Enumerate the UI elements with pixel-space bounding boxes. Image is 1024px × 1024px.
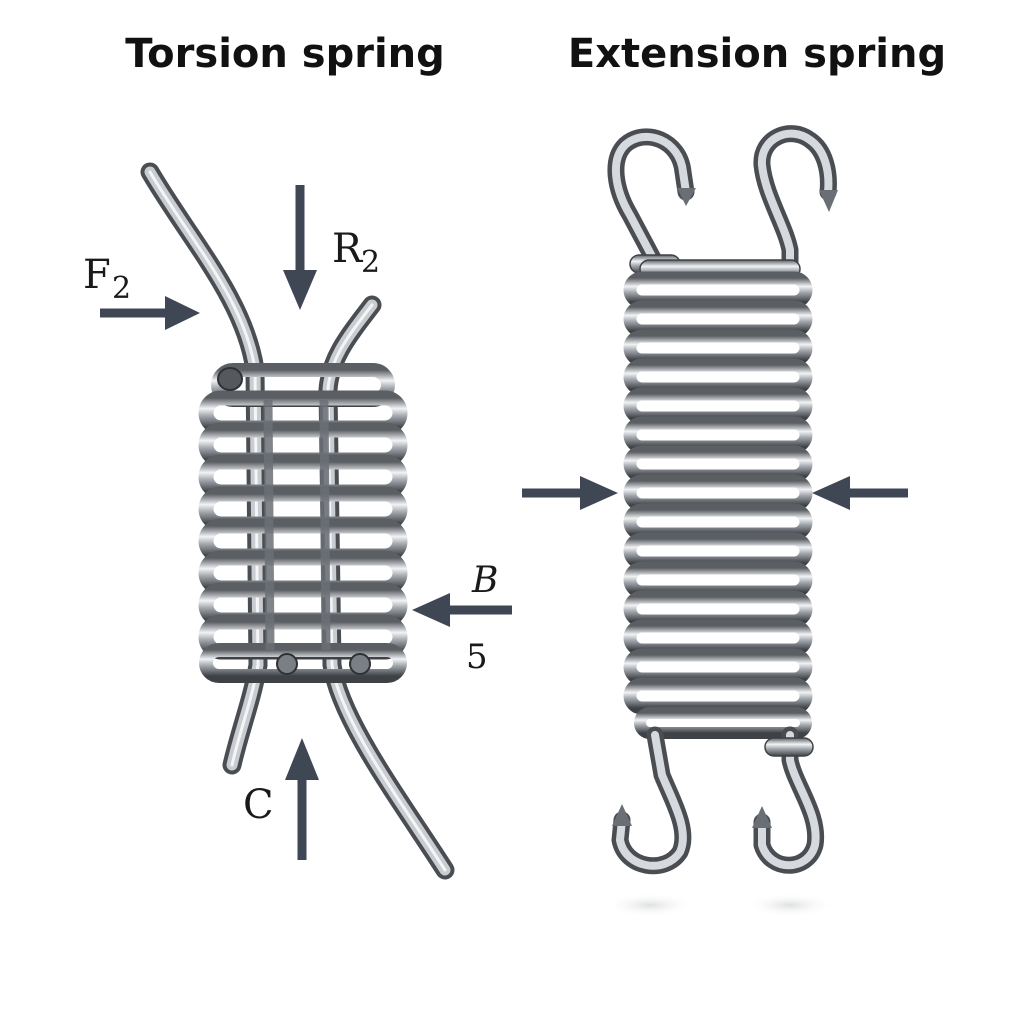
- arrow-r2: [283, 185, 317, 310]
- extension-spring: [605, 125, 838, 917]
- label-r-subscript: 2: [361, 245, 380, 280]
- label-f: F: [83, 252, 111, 298]
- torsion-spring: [140, 162, 455, 880]
- label-c: C: [243, 782, 274, 828]
- extension-spring-coils: [623, 271, 813, 739]
- extension-spring-top-hooks: [607, 125, 838, 284]
- arrow-c: [285, 738, 319, 860]
- torsion-spring-front-legs: [263, 399, 331, 651]
- title-extension-spring: Extension spring: [568, 31, 946, 77]
- arrow-extension-left: [522, 476, 618, 510]
- torsion-spring-coils: [198, 363, 408, 683]
- hook-reflection-right: [745, 893, 835, 917]
- label-b: B: [471, 560, 498, 601]
- arrow-f2: [100, 296, 200, 330]
- arrow-b: [412, 593, 512, 627]
- label-5: 5: [466, 637, 488, 677]
- title-torsion-spring: Torsion spring: [125, 31, 445, 77]
- arrow-extension-right: [812, 476, 908, 510]
- extension-spring-bottom-hooks: [611, 726, 825, 875]
- label-r: R: [332, 226, 364, 272]
- hook-reflection-left: [605, 893, 695, 917]
- label-f-subscript: 2: [112, 271, 131, 306]
